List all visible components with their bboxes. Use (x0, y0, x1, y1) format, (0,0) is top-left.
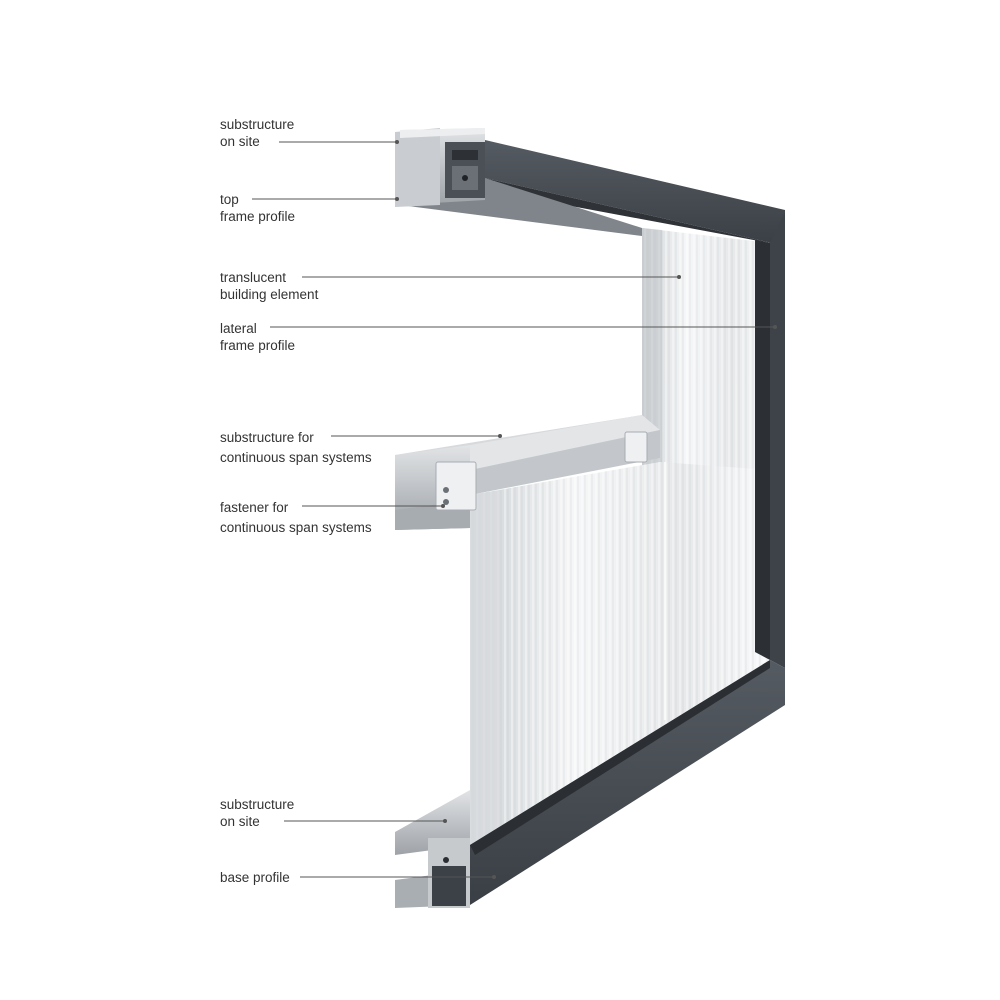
label-line: on site (220, 134, 260, 149)
base-profile-shape (470, 660, 785, 905)
label-substructure-continuous-span: substructure for continuous span systems (220, 428, 372, 468)
fastener-shape (435, 431, 648, 511)
lateral-frame-profile-shape (755, 212, 785, 668)
label-substructure-on-site-bottom: substructure on site (220, 796, 294, 830)
label-line: fastener for (220, 500, 289, 515)
label-line: on site (220, 814, 260, 829)
label-base-profile: base profile (220, 869, 290, 886)
label-line: continuous span systems (220, 450, 372, 465)
label-line: top (220, 192, 239, 207)
label-line: frame profile (220, 338, 296, 353)
label-line: continuous span systems (220, 520, 372, 535)
label-line: substructure (220, 117, 295, 132)
label-line: base profile (220, 870, 290, 885)
label-substructure-on-site-top: substructure on site (220, 116, 294, 150)
translucent-panel-lower (470, 462, 770, 848)
label-line: substructure for (220, 430, 314, 445)
label-line: building element (220, 287, 319, 302)
label-fastener-continuous-span: fastener for continuous span systems (220, 498, 372, 538)
label-translucent-building-element: translucent building element (220, 269, 318, 303)
label-line: lateral (220, 321, 257, 336)
leader-lines (252, 140, 777, 879)
label-line: translucent (220, 270, 287, 285)
top-substructure-on-site-shape (395, 128, 485, 207)
label-line: frame profile (220, 209, 296, 224)
bottom-substructure-on-site-shape (395, 790, 470, 908)
label-top-frame-profile: top frame profile (220, 191, 295, 225)
label-line: substructure (220, 797, 295, 812)
label-lateral-frame-profile: lateral frame profile (220, 320, 295, 354)
